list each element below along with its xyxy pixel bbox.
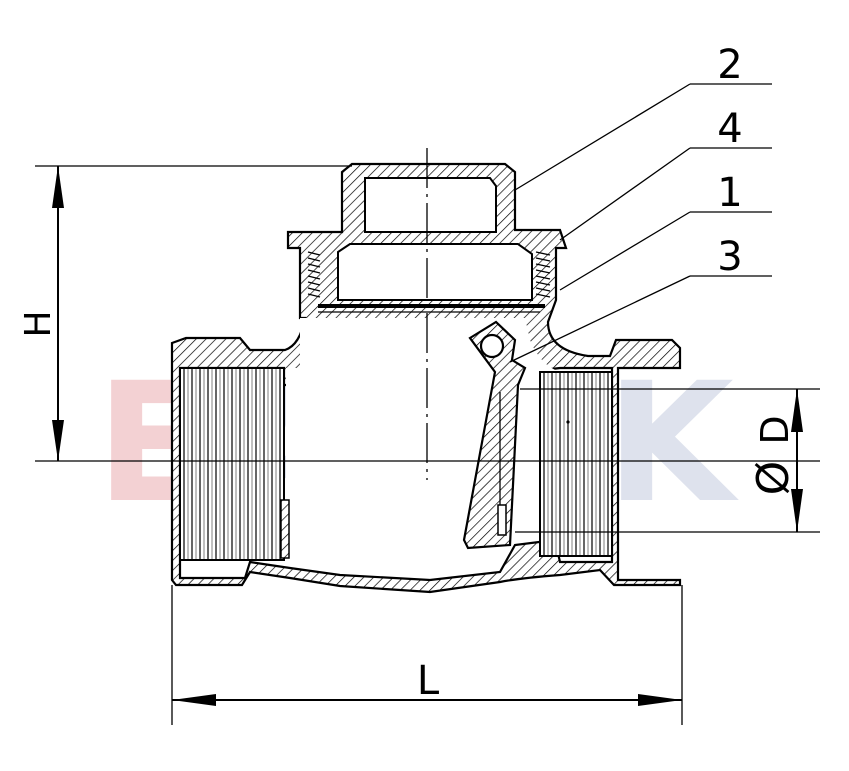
diameter-label: D	[753, 415, 797, 444]
dimension-height: H	[18, 165, 352, 461]
svg-text:2: 2	[717, 42, 742, 88]
hinge-pin	[479, 333, 505, 359]
right-port-threads	[539, 371, 613, 557]
callout-4: 4	[559, 106, 772, 241]
valve-body	[170, 162, 682, 594]
callout-1: 1	[559, 170, 772, 291]
bonnet-threads	[307, 251, 551, 298]
dimension-diameter: D Ø	[515, 388, 820, 533]
center-lines	[35, 148, 820, 480]
cover-cavity	[364, 177, 497, 233]
bonnet-cavity	[337, 243, 533, 301]
callouts: 2 4 1 3	[509, 42, 772, 363]
svg-text:4: 4	[717, 106, 742, 152]
svg-text:3: 3	[717, 234, 742, 280]
left-port-ledge	[280, 499, 290, 559]
callout-3: 3	[509, 234, 772, 363]
height-label: H	[18, 310, 59, 337]
left-port-threads	[179, 367, 285, 561]
svg-text:1: 1	[717, 170, 742, 216]
diameter-symbol: Ø	[748, 461, 799, 496]
watermark-letter-5: K	[606, 347, 739, 539]
length-label: L	[417, 658, 440, 704]
valve-disc	[462, 320, 570, 550]
callout-2: 2	[514, 42, 772, 191]
dimension-length: L	[171, 585, 683, 725]
flow-passage	[286, 318, 612, 575]
